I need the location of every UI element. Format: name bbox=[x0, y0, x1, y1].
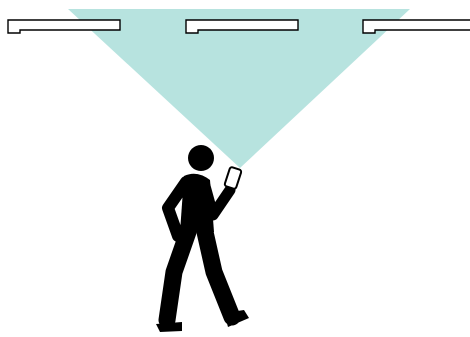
person-back-leg bbox=[167, 232, 188, 320]
person-front-shoe bbox=[224, 310, 249, 327]
smartphone-icon bbox=[224, 167, 242, 190]
person-front-leg bbox=[205, 232, 232, 317]
person-front-arm bbox=[205, 186, 230, 215]
light-beam-icon bbox=[68, 9, 410, 168]
person-head bbox=[188, 145, 214, 171]
